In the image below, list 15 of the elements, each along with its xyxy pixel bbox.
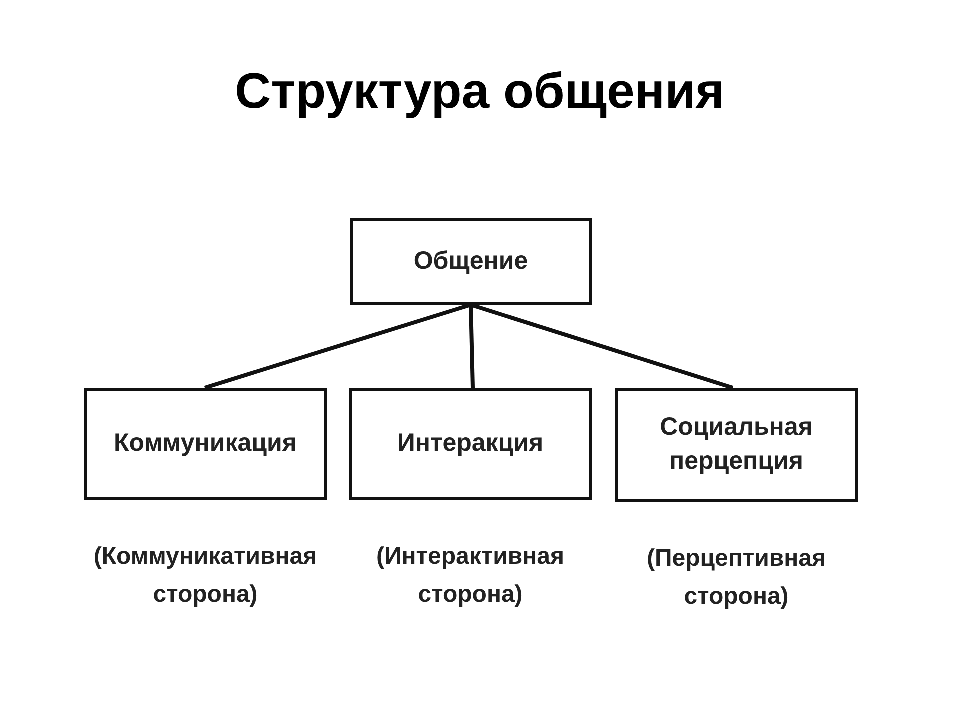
node-caption: (Коммуникативная сторона) [92,542,318,610]
node-caption: (Перцептивная сторона) [646,544,827,612]
node-label: Интеракция [396,428,545,460]
process-box [615,388,858,502]
node-caption: (Интерактивная сторона) [376,542,566,610]
process-box [84,388,327,500]
diagram-title: Структура общения [234,62,726,120]
node-label: Социальная перцепция [659,412,814,477]
node-label: Коммуникация [113,428,298,460]
process-box [349,388,592,500]
connector-line [204,303,472,390]
connector-line [469,304,475,388]
node-label: Общение [412,246,530,277]
connector-line [470,303,734,390]
process-box [350,218,592,305]
